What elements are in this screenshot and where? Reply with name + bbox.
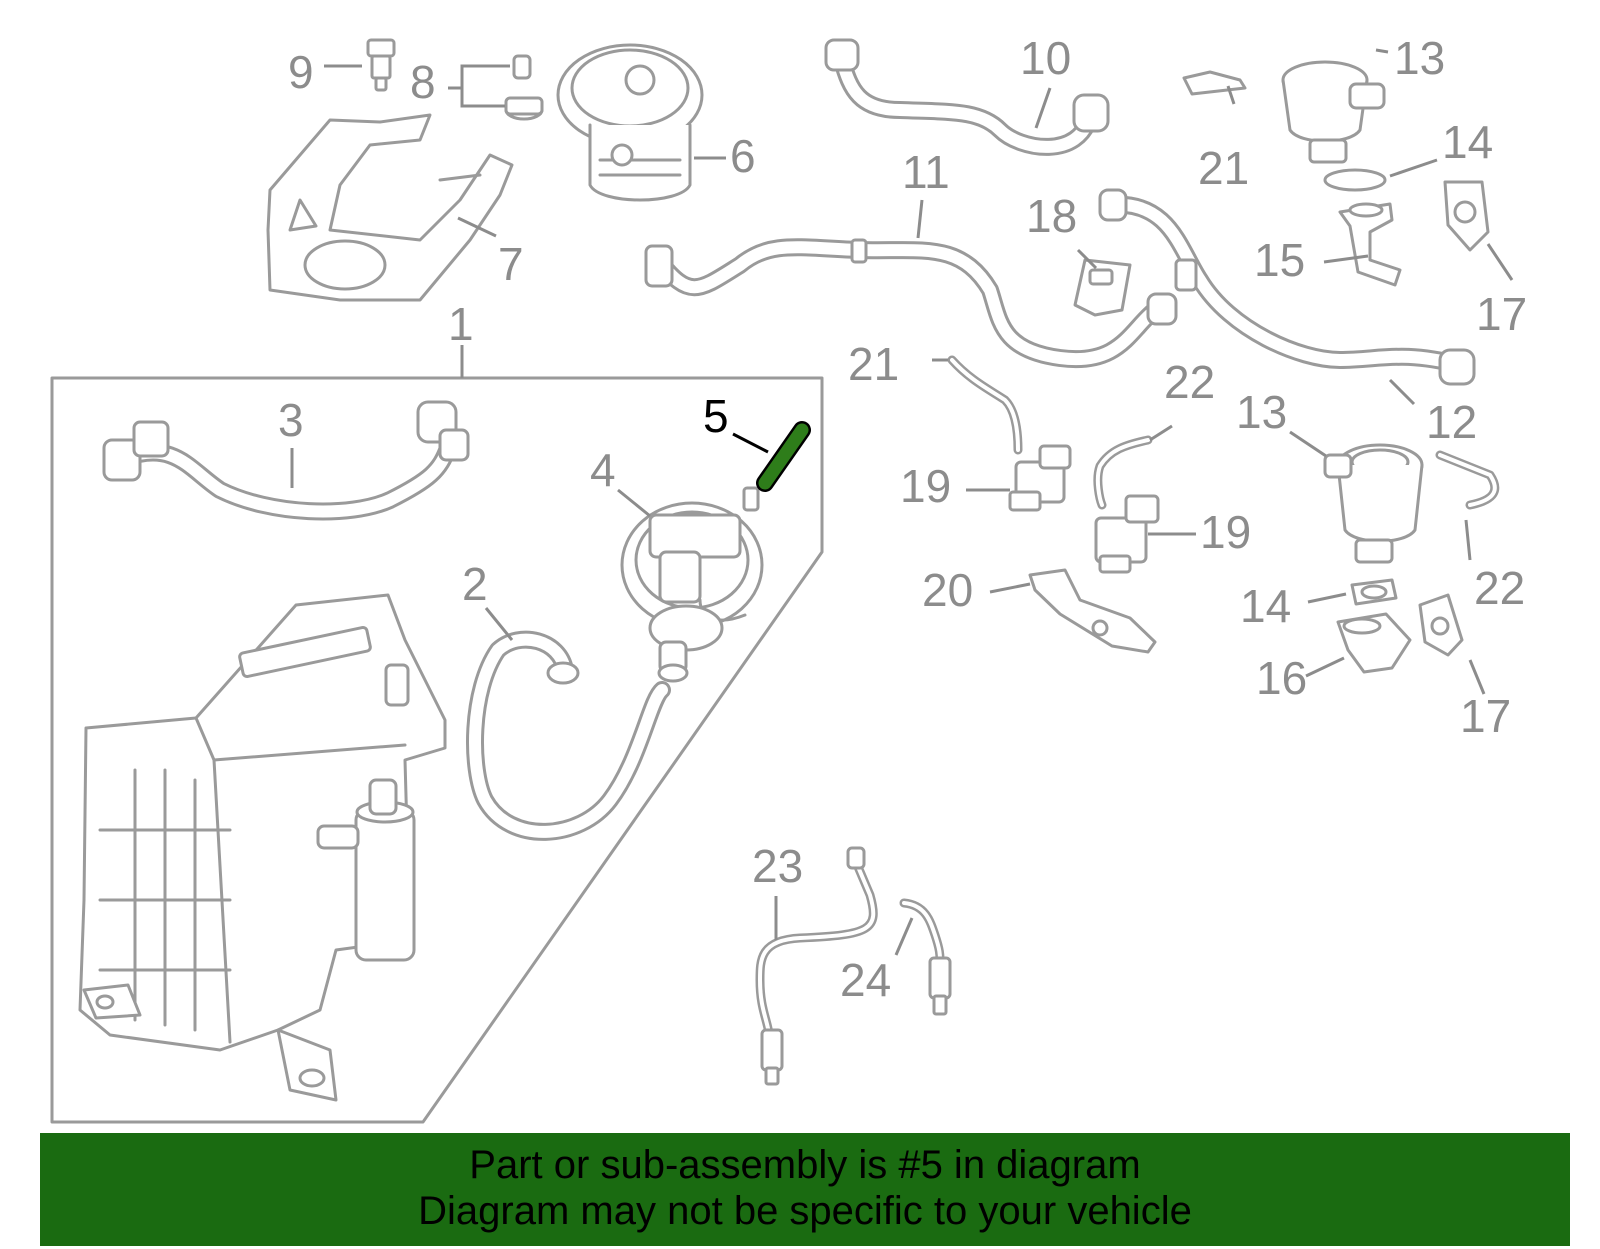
banner-part-line: Part or sub-assembly is #5 in diagram <box>469 1143 1141 1187</box>
part-14-gasket-top[interactable] <box>1323 168 1387 192</box>
callout-14-bottom: 14 <box>1240 580 1291 632</box>
part-9-bolt[interactable] <box>366 38 396 92</box>
callout-21-top: 21 <box>1198 142 1249 194</box>
part-13-valve-top[interactable] <box>1281 60 1386 164</box>
callout-10: 10 <box>1020 32 1071 84</box>
callout-21-mid: 21 <box>848 338 899 390</box>
callout-24: 24 <box>840 954 891 1006</box>
part-11-hose[interactable] <box>644 238 1178 369</box>
callout-13-top: 13 <box>1394 32 1445 84</box>
callout-2: 2 <box>462 558 488 610</box>
part-19-solenoid-top[interactable] <box>1008 444 1072 512</box>
callout-17-top: 17 <box>1476 288 1527 340</box>
callout-11: 11 <box>902 146 950 198</box>
part-18-sensor[interactable] <box>1073 258 1132 317</box>
callout-19-bottom: 19 <box>1200 506 1251 558</box>
callout-16: 16 <box>1256 652 1307 704</box>
part-22-vacuum-line-right[interactable] <box>1435 450 1500 510</box>
part-17-gasket-bottom[interactable] <box>1418 593 1464 657</box>
part-2-hose[interactable] <box>466 630 671 841</box>
callout-19-top: 19 <box>900 460 951 512</box>
part-15-pipe[interactable] <box>1338 202 1402 287</box>
callout-3: 3 <box>278 394 304 446</box>
leader-lines <box>290 48 1514 956</box>
assembly-1-frame <box>50 376 824 1124</box>
part-13-valve-bottom[interactable] <box>1323 443 1424 564</box>
part-5-leader <box>732 432 769 454</box>
charcoal-canister[interactable] <box>78 593 447 1102</box>
part-19-solenoid-bottom[interactable] <box>1094 494 1160 574</box>
callout-4: 4 <box>590 444 616 496</box>
callout-6: 6 <box>730 130 756 182</box>
part-21-clip-top[interactable] <box>1182 70 1247 96</box>
part-8-grommets[interactable] <box>504 54 544 121</box>
part-23-oxygen-sensor[interactable] <box>755 846 878 1086</box>
part-14-gasket-bottom[interactable] <box>1350 578 1398 606</box>
callout-7: 7 <box>498 238 524 290</box>
callout-14-top: 14 <box>1442 116 1493 168</box>
part-3-hose[interactable] <box>102 400 470 521</box>
callout-22-right: 22 <box>1474 562 1525 614</box>
callout-17-bottom: 17 <box>1460 690 1511 742</box>
callout-23: 23 <box>752 840 803 892</box>
callout-13-bottom: 13 <box>1236 386 1287 438</box>
part-12-hose[interactable] <box>1098 188 1476 386</box>
callout-15: 15 <box>1254 234 1305 286</box>
part-16-pipe[interactable] <box>1336 612 1412 674</box>
part-20-bracket[interactable] <box>1028 568 1157 654</box>
part-10-hose[interactable] <box>824 38 1110 156</box>
callout-8: 8 <box>410 56 436 108</box>
part-5-hose-highlighted[interactable] <box>756 421 811 492</box>
part-22-vacuum-line-mid[interactable] <box>1093 435 1153 510</box>
callout-1: 1 <box>448 298 474 350</box>
callout-18: 18 <box>1026 190 1077 242</box>
info-banner: Part or sub-assembly is #5 in diagram Di… <box>40 1133 1570 1246</box>
part-17-gasket-top[interactable] <box>1443 180 1490 252</box>
callout-5: 5 <box>703 390 729 442</box>
part-4-valve[interactable] <box>620 486 764 683</box>
callout-9: 9 <box>288 46 314 98</box>
part-6-air-pump[interactable] <box>556 43 704 202</box>
part-24-oxygen-sensor[interactable] <box>899 898 952 1016</box>
part-21-vacuum-line[interactable] <box>947 355 1023 455</box>
callout-20: 20 <box>922 564 973 616</box>
callout-22-mid: 22 <box>1164 356 1215 408</box>
banner-disclaimer-line: Diagram may not be specific to your vehi… <box>418 1189 1192 1233</box>
callout-12: 12 <box>1426 396 1477 448</box>
part-7-bracket[interactable] <box>266 113 514 302</box>
